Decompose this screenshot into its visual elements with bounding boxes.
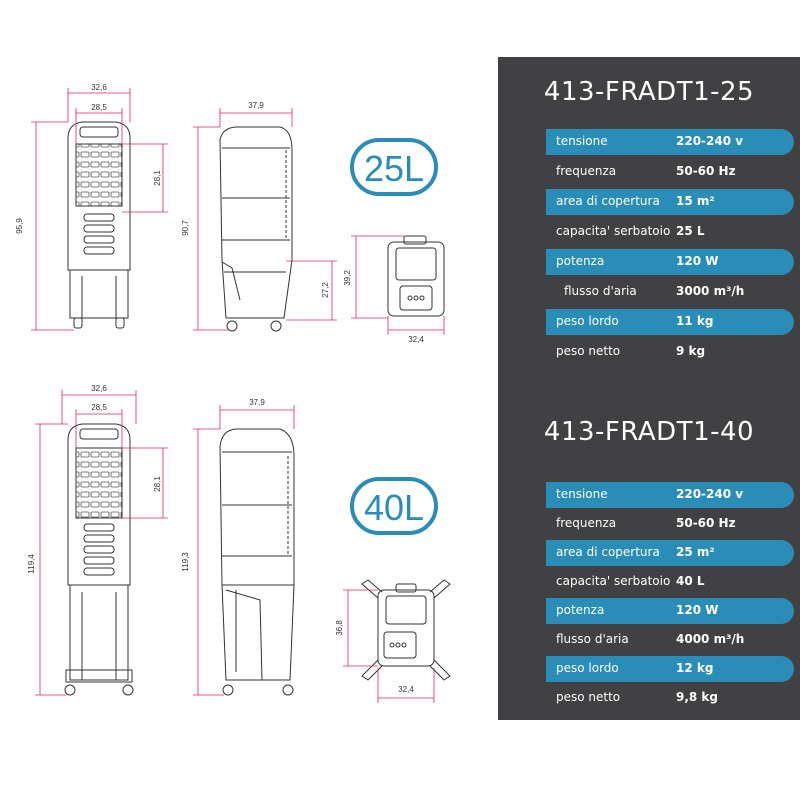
- spec-label: potenza: [556, 603, 605, 617]
- capacity-badge-40-text: 40L: [364, 487, 424, 528]
- spec-panel: 413-FRADT1-25 tensione 220-240 v frequen…: [498, 57, 800, 720]
- dim-grille-height-25: 28,1: [153, 170, 162, 186]
- capacity-badge-25-text: 25L: [364, 148, 424, 189]
- spec-label: flusso d'aria: [564, 284, 637, 298]
- spec-value: 40 L: [676, 574, 705, 588]
- spec-row-frequenza-40: frequenza 50-60 Hz: [546, 511, 794, 537]
- spec-label: frequenza: [556, 164, 617, 178]
- side-view-25: [219, 126, 293, 332]
- side-dims-40: [193, 405, 295, 696]
- spec-value: 220-240 v: [676, 134, 744, 148]
- top-dims-40: [343, 589, 435, 703]
- spec-label: frequenza: [556, 516, 617, 530]
- spec-value: 25 m²: [676, 545, 715, 559]
- dim-side-depth-25: 37,9: [248, 101, 264, 110]
- spec-value: 15 m²: [676, 194, 715, 208]
- spec-label: tensione: [556, 487, 608, 501]
- spec-value: 9 kg: [676, 344, 706, 358]
- top-view-25: [387, 235, 445, 317]
- spec-row-potenza-25: potenza 120 W: [546, 249, 794, 275]
- spec-label: area di copertura: [556, 194, 660, 208]
- dim-top-width-40: 32,4: [398, 685, 414, 694]
- spec-row-peso-lordo-40: peso lordo 12 kg: [546, 656, 794, 682]
- spec-value: 9,8 kg: [676, 690, 719, 704]
- side-dims-25: [193, 108, 337, 331]
- dim-top-height-25: 39,2: [343, 270, 352, 286]
- capacity-badge-25: 25L: [350, 138, 438, 196]
- spec-row-frequenza-25: frequenza 50-60 Hz: [546, 159, 794, 185]
- spec-label: peso netto: [556, 344, 621, 358]
- spec-value: 25 L: [676, 224, 705, 238]
- technical-drawings: 32,6 28,5 28,1 95,9 37,9 90,7 27,2 25L: [15, 83, 451, 703]
- dim-side-height-25: 90,7: [181, 220, 190, 236]
- spec-value: 12 kg: [676, 661, 714, 675]
- dim-front-outer-40: 32,6: [91, 384, 107, 393]
- dim-side-height-40: 119,3: [181, 552, 190, 572]
- spec-row-potenza-40: potenza 120 W: [546, 598, 794, 624]
- dim-front-inner-25: 28,5: [91, 103, 107, 112]
- spec-value: 11 kg: [676, 314, 714, 328]
- spec-row-flusso-40: flusso d'aria 4000 m³/h: [546, 627, 794, 653]
- side-view-40: [219, 428, 295, 696]
- spec-value: 3000 m³/h: [676, 284, 745, 298]
- dim-front-height-25: 95,9: [15, 218, 24, 234]
- dim-side-base-25: 27,2: [321, 282, 330, 298]
- dim-front-height-40: 119,4: [27, 554, 36, 574]
- front-dims-40: [35, 390, 168, 696]
- spec-label: capacita' serbatoio: [556, 574, 671, 588]
- spec-row-tensione-40: tensione 220-240 v: [546, 482, 794, 508]
- spec-label: capacita' serbatoio: [556, 224, 671, 238]
- spec-label: flusso d'aria: [556, 632, 629, 646]
- spec-value: 4000 m³/h: [676, 632, 745, 646]
- top-view-40: [361, 579, 451, 681]
- capacity-badge-40: 40L: [350, 477, 438, 535]
- spec-value: 220-240 v: [676, 487, 744, 501]
- model-title-40: 413-FRADT1-40: [543, 417, 755, 447]
- front-view-40: [64, 423, 134, 696]
- dim-top-width-25: 32,4: [408, 335, 424, 344]
- spec-row-peso-lordo-25: peso lordo 11 kg: [546, 309, 794, 335]
- spec-value: 120 W: [676, 603, 719, 617]
- spec-label: tensione: [556, 134, 608, 148]
- spec-label: peso lordo: [556, 661, 619, 675]
- spec-row-capacita-40: capacita' serbatoio 40 L: [546, 569, 794, 595]
- spec-value: 50-60 Hz: [676, 164, 736, 178]
- front-dims-25: [31, 88, 168, 331]
- spec-row-capacita-25: capacita' serbatoio 25 L: [546, 219, 794, 245]
- spec-row-flusso-25: flusso d'aria 3000 m³/h: [546, 279, 794, 305]
- spec-label: peso lordo: [556, 314, 619, 328]
- spec-row-peso-netto-40: peso netto 9,8 kg: [546, 685, 794, 711]
- spec-label: area di copertura: [556, 545, 660, 559]
- dim-grille-height-40: 28,1: [153, 476, 162, 492]
- spec-row-area-40: area di copertura 25 m²: [546, 540, 794, 566]
- spec-row-peso-netto-25: peso netto 9 kg: [546, 339, 794, 365]
- top-dims-25: [351, 235, 445, 335]
- dim-side-depth-40: 37,9: [249, 398, 265, 407]
- spec-row-area-25: area di copertura 15 m²: [546, 189, 794, 215]
- dim-front-outer-25: 32,6: [91, 83, 107, 92]
- model-title-25: 413-FRADT1-25: [543, 77, 755, 107]
- spec-value: 50-60 Hz: [676, 516, 736, 530]
- spec-value: 120 W: [676, 254, 719, 268]
- dim-top-height-40: 36,8: [335, 620, 344, 636]
- front-view-25: [67, 121, 131, 329]
- spec-row-tensione-25: tensione 220-240 v: [546, 129, 794, 155]
- spec-label: potenza: [556, 254, 605, 268]
- spec-label: peso netto: [556, 690, 621, 704]
- dim-front-inner-40: 28,5: [91, 403, 107, 412]
